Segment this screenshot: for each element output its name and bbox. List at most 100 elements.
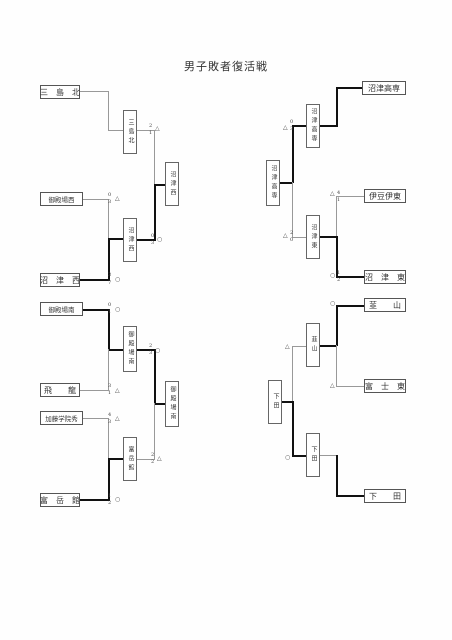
bracket-line [108, 199, 109, 239]
bracket-line [336, 87, 362, 89]
score: 1 [337, 197, 341, 203]
score: 2 [290, 230, 294, 236]
r1-box-shimoda: 下田 [306, 433, 320, 477]
bracket-line [154, 184, 156, 241]
bracket-line [108, 458, 110, 501]
r1-box-nirayama: 韮山 [306, 323, 320, 367]
score: 2 [151, 459, 155, 465]
win-mark: ○ [157, 236, 163, 243]
team-box-mishima-kita: 三 島 北 [40, 85, 80, 99]
bracket-line [83, 199, 108, 200]
bracket-line [292, 237, 306, 238]
score: 2 [149, 123, 153, 129]
score: 3 [290, 126, 294, 132]
bracket-line [108, 238, 123, 240]
lose-mark: △ [330, 190, 335, 197]
team-box-shimoda: 下 田 [364, 489, 406, 503]
r2-box-gotemba-minami: 御殿場南 [165, 381, 179, 427]
lose-mark: △ [283, 232, 288, 239]
bracket-line [108, 349, 123, 351]
bracket-line [108, 309, 110, 350]
score: 3 [149, 350, 153, 356]
bracket-line [336, 455, 338, 497]
bracket-line [154, 130, 155, 185]
lose-mark: △ [115, 415, 120, 422]
team-box-gotemba-minami: 御殿場南 [40, 302, 83, 316]
bracket-line [292, 346, 293, 402]
r1-box-gotemba-minami: 御殿場南 [123, 326, 137, 372]
team-box-fuji-higashi: 富 士 東 [364, 379, 406, 393]
win-mark: ○ [155, 347, 161, 354]
bracket-line [336, 196, 364, 197]
score: 7 [108, 280, 112, 286]
team-box-gotemba-nishi: 御殿場西 [40, 192, 83, 206]
win-mark: ○ [330, 272, 336, 279]
bracket-line [336, 236, 338, 278]
bracket-line [108, 349, 109, 391]
team-box-kato-gakuen: 加藤学院秀 [40, 411, 83, 425]
score: 0 [290, 119, 294, 125]
r1-box-numazu-kosen: 沼津高専 [306, 104, 320, 148]
bracket-line [336, 276, 364, 278]
bracket-line [80, 279, 108, 281]
bracket-line [336, 196, 337, 237]
bracket-line [108, 91, 109, 131]
score: 4 [337, 190, 341, 196]
bracket-line [80, 390, 108, 391]
bracket-line [137, 459, 154, 460]
bracket-line [320, 125, 336, 127]
bracket-line [154, 349, 156, 404]
win-mark: ○ [115, 496, 121, 503]
bracket-line [282, 401, 294, 403]
bracket-line [80, 91, 108, 92]
team-box-numazu-nishi: 沼 津 西 [40, 273, 80, 287]
team-box-hiryu: 飛 龍 [40, 383, 80, 397]
win-mark: ○ [115, 306, 121, 313]
team-box-numazu-kosen: 沼津高専 [362, 81, 406, 95]
r1-box-fugakukan: 富岳館 [123, 437, 137, 481]
win-mark: ○ [285, 454, 291, 461]
bracket-line [292, 346, 306, 347]
bracket-line [154, 184, 165, 186]
r2-box-numazu-nishi: 沼津西 [165, 162, 179, 206]
lose-mark: △ [330, 382, 335, 389]
score: 0 [151, 233, 155, 239]
bracket-line [108, 130, 123, 131]
bracket-line [292, 125, 294, 183]
bracket-line [154, 403, 155, 460]
bracket-line [137, 130, 154, 131]
lose-mark: △ [115, 387, 120, 394]
bracket-line [108, 238, 110, 281]
win-mark: ○ [115, 276, 121, 283]
bracket-line [320, 345, 336, 347]
bracket-line [137, 349, 154, 351]
score: 3 [151, 240, 155, 246]
lose-mark: △ [157, 455, 162, 462]
score: 2 [151, 452, 155, 458]
lose-mark: △ [283, 124, 288, 131]
team-box-numazu-higashi: 沼 津 東 [364, 270, 406, 284]
score: 1 [108, 493, 112, 499]
score: 0 [108, 192, 112, 198]
r2-box-numazu-kosen: 沼津高専 [266, 160, 280, 206]
bracket-line [336, 495, 364, 497]
score: 3 [108, 383, 112, 389]
bracket-line [292, 455, 306, 457]
bracket-line [336, 386, 364, 387]
bracket-line [336, 305, 338, 346]
score: 2 [337, 277, 341, 283]
team-box-nirayama: 韮 山 [364, 298, 406, 312]
bracket-line [320, 236, 336, 238]
r2-box-shimoda: 下田 [268, 380, 282, 424]
bracket-line [336, 305, 364, 307]
team-box-izu-ito: 伊豆伊東 [364, 189, 406, 203]
score: 2 [149, 343, 153, 349]
bracket-line [154, 403, 165, 405]
win-mark: ○ [330, 300, 336, 307]
bracket-line [292, 125, 306, 127]
score: 1 [149, 130, 153, 136]
bracket-line [336, 87, 338, 127]
score: 3 [108, 199, 112, 205]
lose-mark: △ [285, 343, 290, 350]
